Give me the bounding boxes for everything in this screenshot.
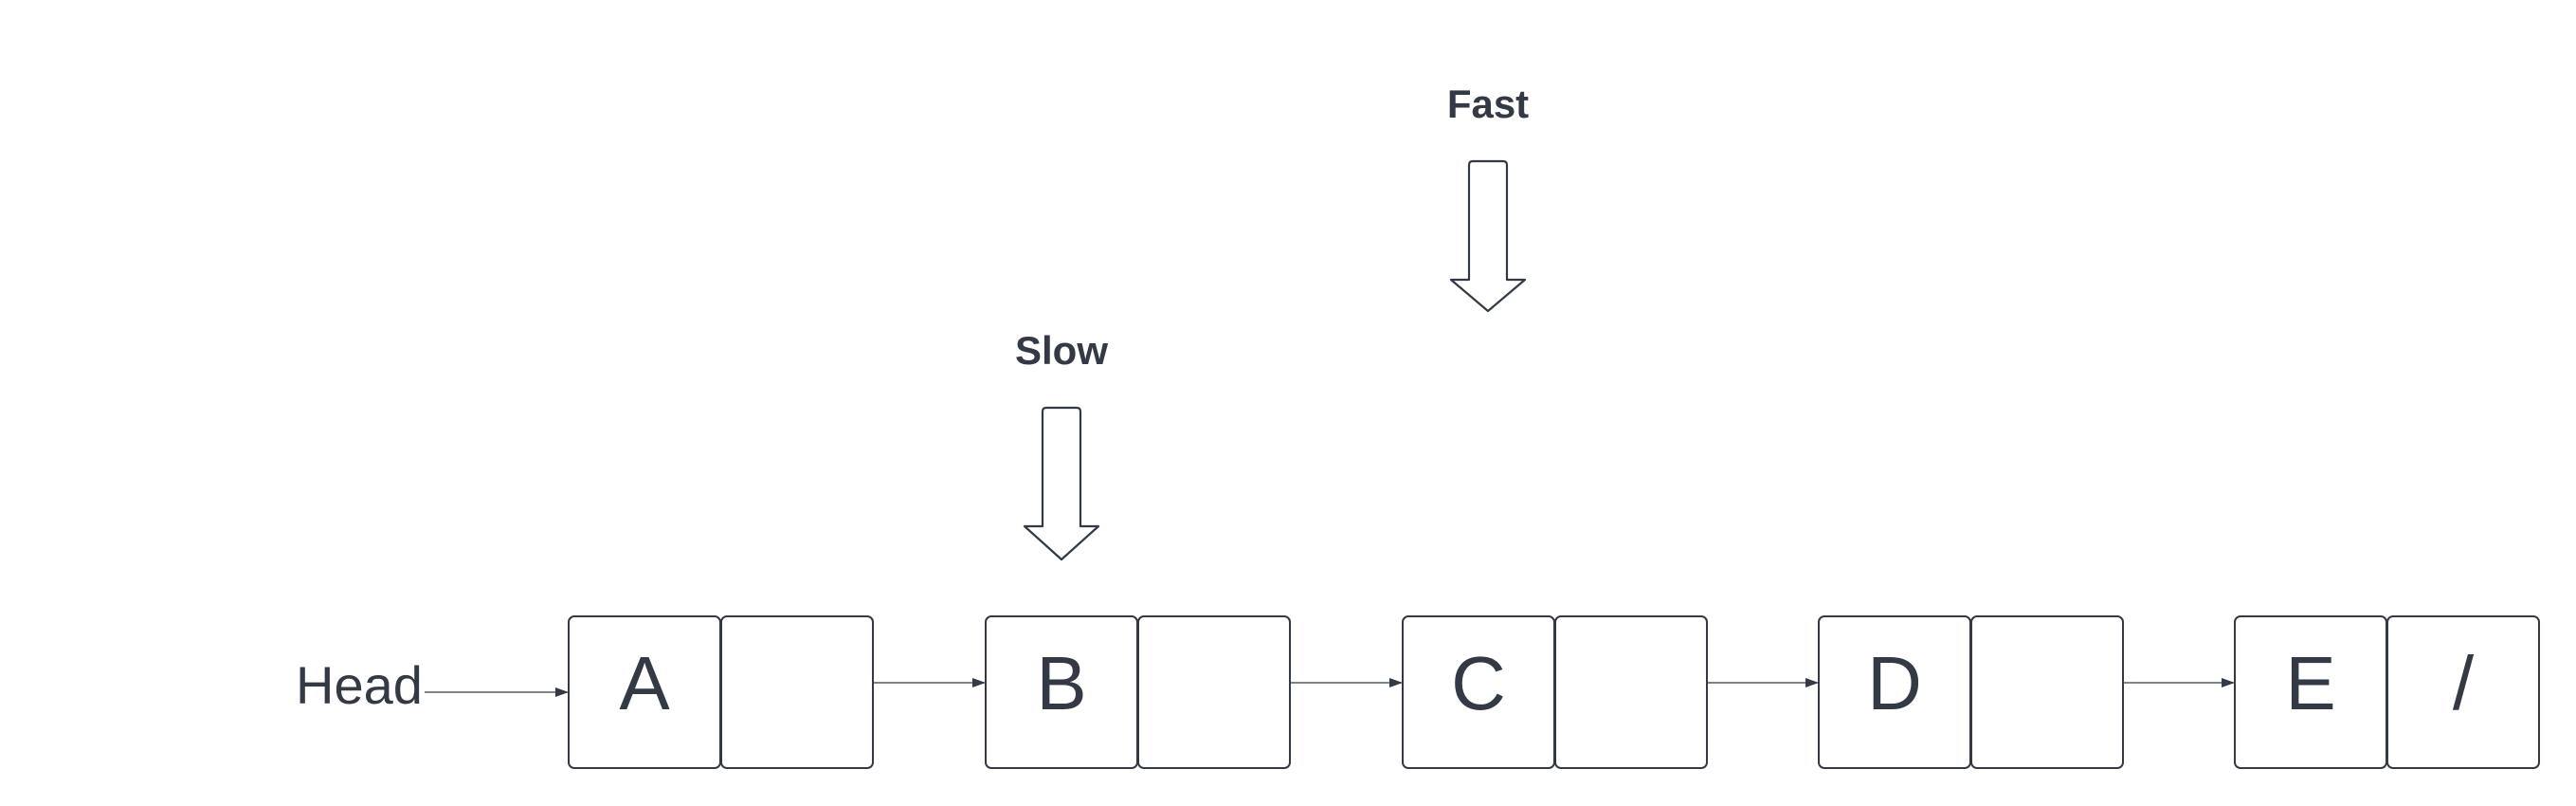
node-next-cell bbox=[1137, 615, 1291, 769]
node-value: E bbox=[2285, 641, 2335, 725]
node-value: B bbox=[1036, 641, 1086, 725]
list-node-a: A bbox=[568, 615, 874, 769]
list-node-b: B bbox=[985, 615, 1291, 769]
list-node-d: D bbox=[1818, 615, 2124, 769]
list-node-c: C bbox=[1402, 615, 1708, 769]
node-next-value: / bbox=[2453, 641, 2475, 725]
node-next-cell bbox=[720, 615, 874, 769]
head-label: Head bbox=[296, 655, 423, 715]
node-next-cell bbox=[2386, 615, 2540, 769]
fast-pointer: Fast bbox=[1447, 82, 1529, 313]
slow-pointer: Slow bbox=[1015, 328, 1108, 561]
slow-pointer-label: Slow bbox=[1015, 328, 1108, 373]
down-arrow-icon bbox=[1449, 159, 1527, 313]
fast-pointer-label: Fast bbox=[1447, 82, 1529, 126]
node-next-cell bbox=[1554, 615, 1708, 769]
node-value: D bbox=[1867, 641, 1922, 725]
down-arrow-icon bbox=[1023, 406, 1100, 561]
list-node-e: E / bbox=[2234, 615, 2540, 769]
node-value: A bbox=[619, 641, 670, 725]
node-next-cell bbox=[1970, 615, 2124, 769]
node-value: C bbox=[1451, 641, 1506, 725]
